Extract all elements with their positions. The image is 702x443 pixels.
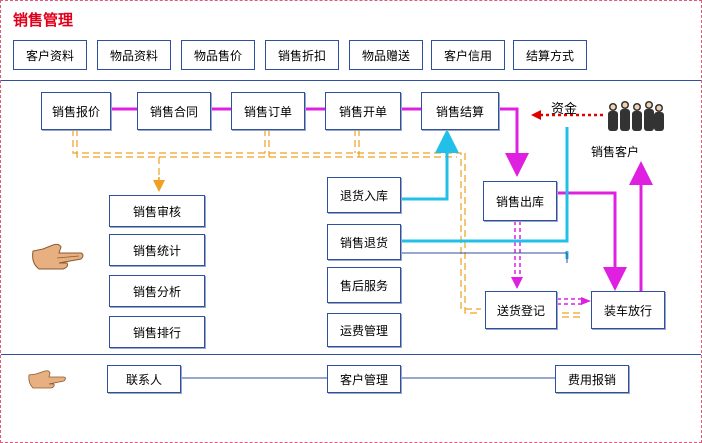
sales-analysis-node[interactable]: 销售分析: [109, 275, 205, 307]
delivery-register-node[interactable]: 送货登记: [485, 291, 557, 329]
item-gift-button[interactable]: 物品赠送: [349, 40, 423, 70]
page-title: 销售管理: [13, 11, 74, 29]
customer-group-icon: [608, 101, 664, 131]
customer-info-button[interactable]: 客户资料: [13, 40, 87, 70]
sales-invoice-node[interactable]: 销售开单: [325, 92, 401, 130]
sales-contract-node[interactable]: 销售合同: [137, 92, 211, 130]
expense-reimbursement-button[interactable]: 费用报销: [555, 365, 629, 393]
sales-settlement-node[interactable]: 销售结算: [421, 92, 499, 130]
contact-button[interactable]: 联系人: [107, 365, 181, 393]
after-sales-node[interactable]: 售后服务: [327, 267, 401, 303]
sales-order-node[interactable]: 销售订单: [231, 92, 305, 130]
separator-top: [1, 80, 701, 81]
item-price-button[interactable]: 物品售价: [181, 40, 255, 70]
customer-management-button[interactable]: 客户管理: [327, 365, 401, 393]
separator-bottom: [1, 354, 701, 355]
loading-release-node[interactable]: 装车放行: [591, 291, 665, 329]
freight-management-node[interactable]: 运费管理: [327, 313, 401, 347]
sales-outbound-node[interactable]: 销售出库: [483, 181, 557, 221]
customer-credit-button[interactable]: 客户信用: [431, 40, 505, 70]
hand-pointer-icon: [32, 243, 84, 270]
sales-statistics-node[interactable]: 销售统计: [109, 234, 205, 266]
sales-return-node[interactable]: 销售退货: [327, 224, 401, 260]
fund-label: 资金: [551, 102, 578, 117]
sales-ranking-node[interactable]: 销售排行: [109, 316, 205, 348]
item-info-button[interactable]: 物品资料: [97, 40, 171, 70]
sales-review-node[interactable]: 销售审核: [109, 195, 205, 227]
return-warehouse-node[interactable]: 退货入库: [327, 177, 401, 213]
sales-discount-button[interactable]: 销售折扣: [265, 40, 339, 70]
settlement-method-button[interactable]: 结算方式: [513, 40, 587, 70]
hand-pointer-icon-small: [28, 370, 66, 389]
sales-quote-node[interactable]: 销售报价: [41, 92, 111, 130]
sales-customer-label: 销售客户: [591, 145, 640, 159]
